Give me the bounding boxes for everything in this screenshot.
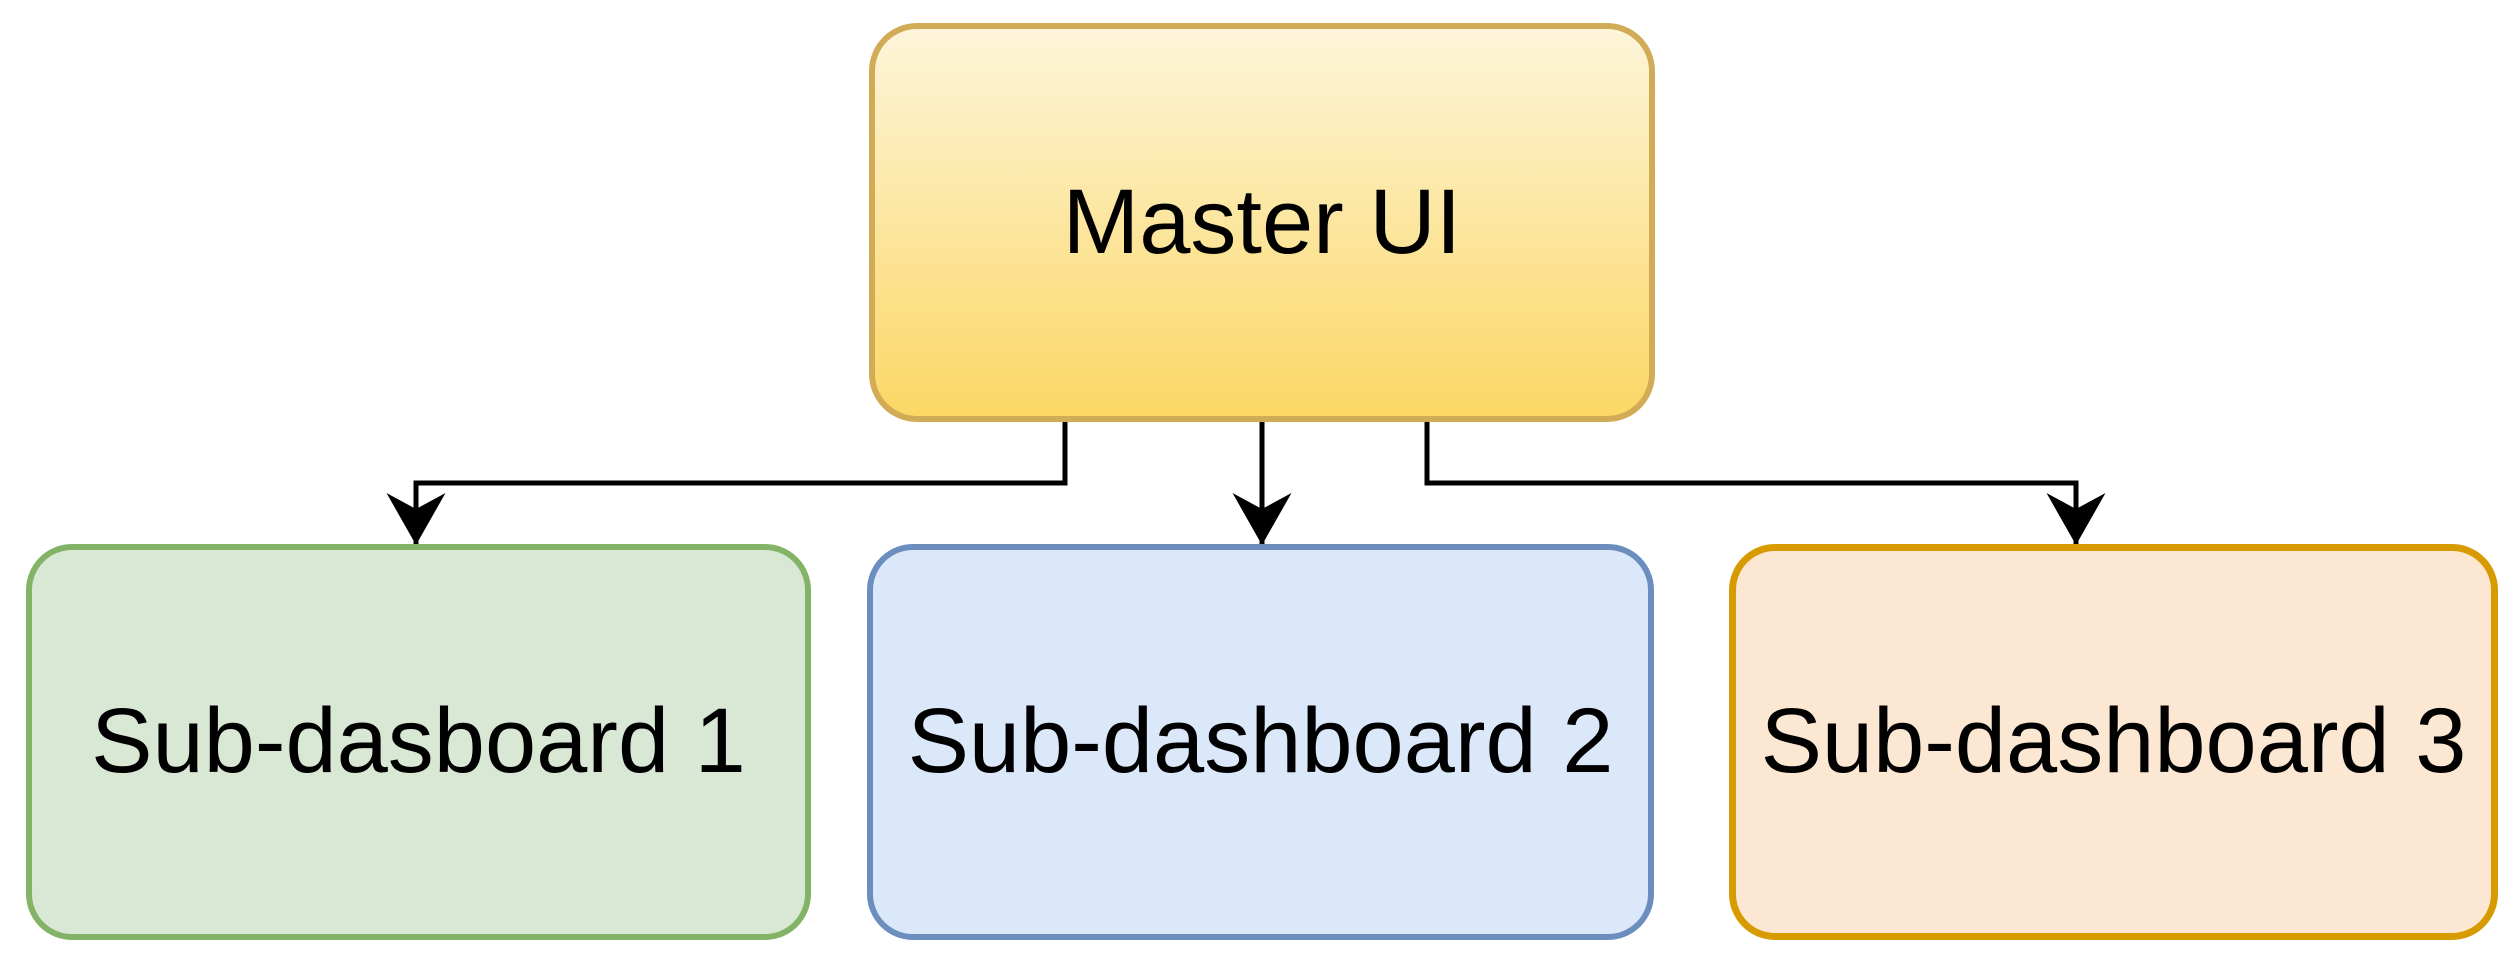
node-sub-dashboard-3: Sub-dashboard 3 <box>1729 544 2498 940</box>
edge-master-to-sub1 <box>386 422 1068 545</box>
node-sub-dashboard-1: Sub-dasboard 1 <box>26 544 811 940</box>
node-sub-dashboard-3-label: Sub-dashboard 3 <box>1760 690 2467 793</box>
edge-master-to-sub3 <box>1424 422 2106 545</box>
node-sub-dashboard-2: Sub-dashboard 2 <box>867 544 1654 940</box>
node-sub-dashboard-1-label: Sub-dasboard 1 <box>91 690 746 793</box>
node-master-ui-label: Master UI <box>1062 170 1462 273</box>
node-sub-dashboard-2-label: Sub-dashboard 2 <box>907 690 1614 793</box>
node-master-ui: Master UI <box>869 23 1655 422</box>
